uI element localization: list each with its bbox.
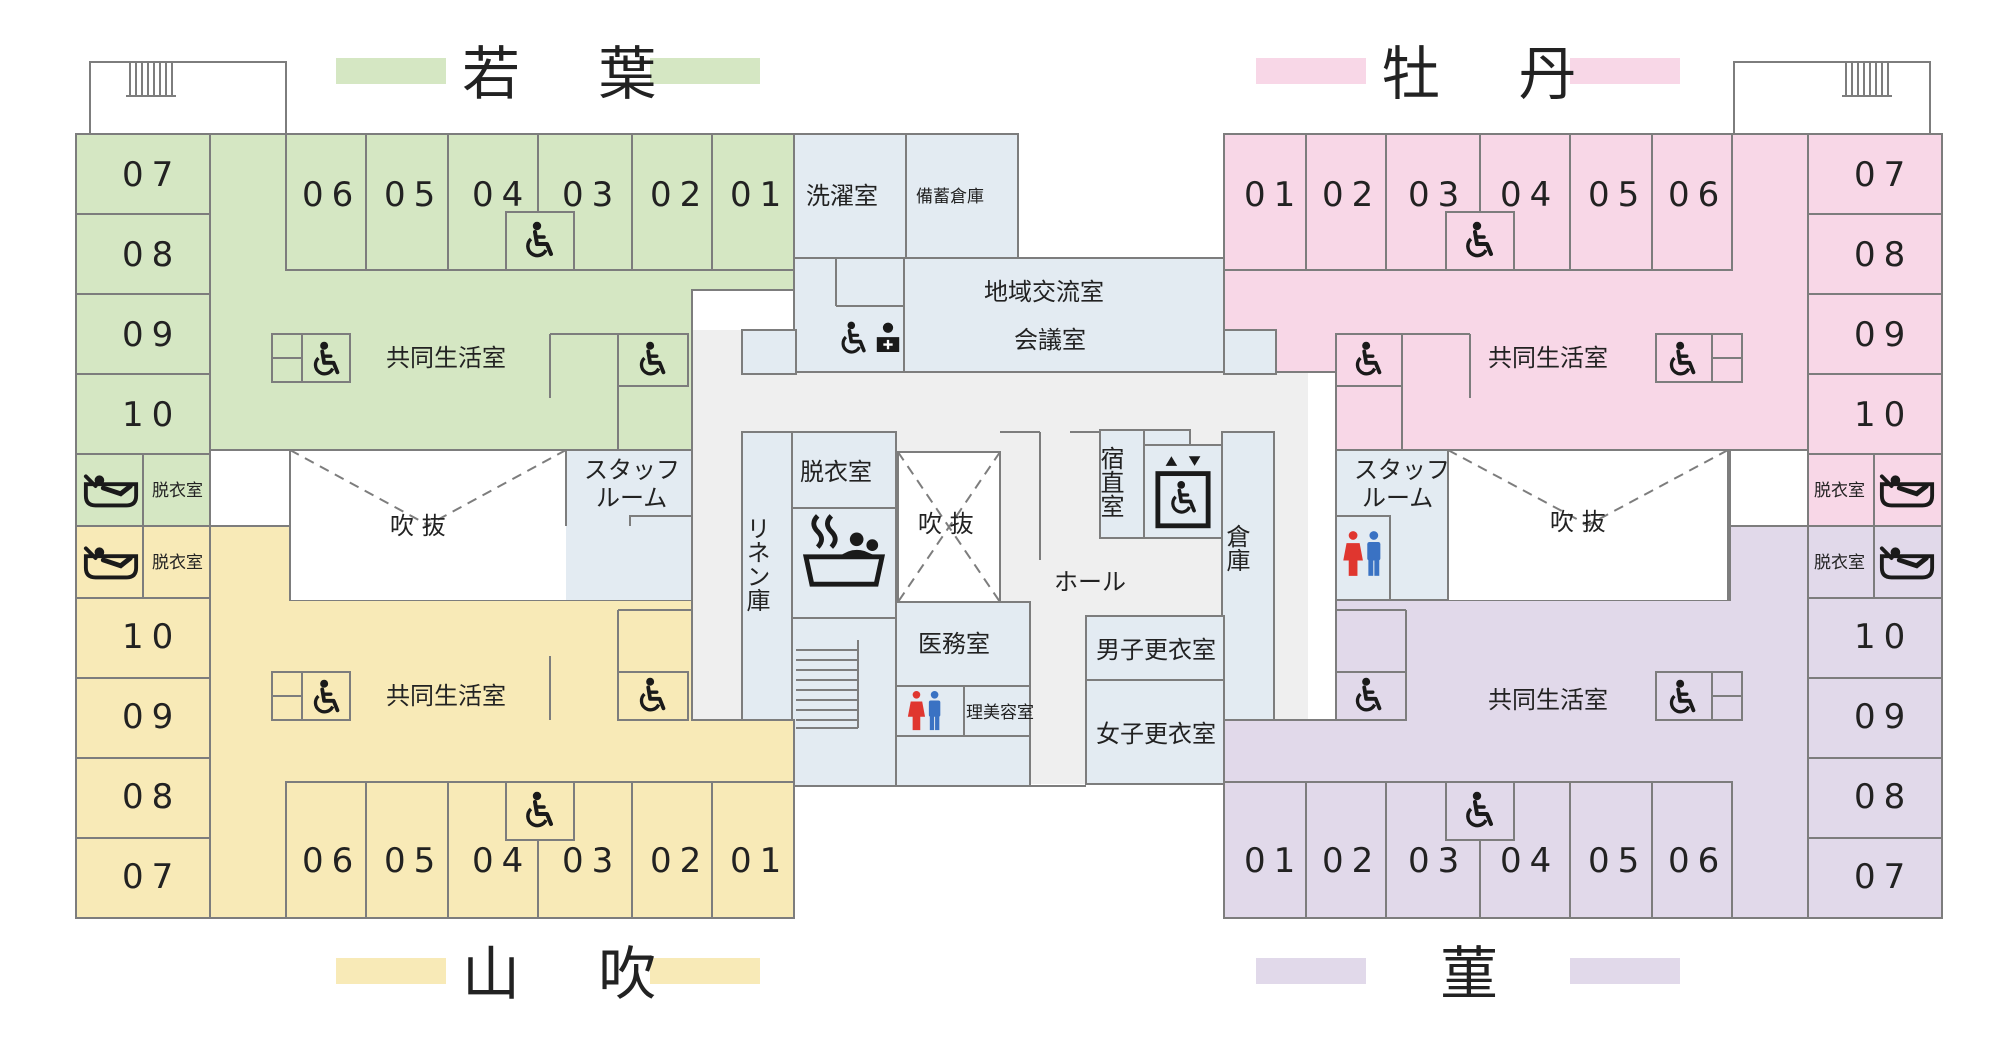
room-number: 05 xyxy=(384,841,443,881)
staff-room-label: スタッフ xyxy=(1354,456,1450,484)
stairs-top-left xyxy=(89,61,287,135)
atrium-label: 吹 抜 xyxy=(390,512,446,540)
room-number: 10 xyxy=(122,617,181,657)
dressing-center-label: 脱衣室 xyxy=(800,458,872,486)
room-number: 10 xyxy=(1854,617,1913,657)
mens-locker-label: 男子更衣室 xyxy=(1096,636,1216,664)
room-number: 07 xyxy=(122,155,181,195)
hall-label: ホール xyxy=(1054,568,1126,596)
unit-title-wakaba: 若 葉 xyxy=(462,40,686,108)
unit-title-sumire: 菫 xyxy=(1440,940,1528,1008)
atrium-label: 吹 抜 xyxy=(918,510,974,538)
room-number: 03 xyxy=(562,175,621,215)
unit-yamabuki xyxy=(75,525,795,919)
sumire-room-row xyxy=(1223,781,1733,919)
meeting-room-label: 会議室 xyxy=(1014,326,1086,354)
warehouse-label: 倉庫 xyxy=(1222,524,1250,572)
room-number: 06 xyxy=(1668,841,1727,881)
staff-room-label: スタッフ xyxy=(584,456,680,484)
botan-room-row xyxy=(1223,133,1733,271)
room-number: 03 xyxy=(1408,175,1467,215)
room-number: 02 xyxy=(1322,175,1381,215)
linen-room-label: リネン庫 xyxy=(742,516,770,612)
room-number: 07 xyxy=(122,857,181,897)
room-number: 02 xyxy=(650,841,709,881)
dressing-label: 脱衣室 xyxy=(1814,481,1865,501)
room-number: 08 xyxy=(122,777,181,817)
room-number: 02 xyxy=(1322,841,1381,881)
room-number: 08 xyxy=(1854,777,1913,817)
room-number: 03 xyxy=(1408,841,1467,881)
room-number: 01 xyxy=(730,841,789,881)
womens-locker-label: 女子更衣室 xyxy=(1096,720,1216,748)
storage-label: 備蓄倉庫 xyxy=(916,187,984,207)
room-number: 05 xyxy=(384,175,443,215)
stairs[interactable] xyxy=(791,617,897,787)
room-number: 09 xyxy=(122,697,181,737)
staff-room-label: ルーム xyxy=(596,484,667,512)
room-number: 01 xyxy=(730,175,789,215)
room-number: 10 xyxy=(122,395,181,435)
dressing-label: 脱衣室 xyxy=(152,481,203,501)
unit-sumire xyxy=(1223,525,1943,919)
room-number: 06 xyxy=(1668,175,1727,215)
room-number: 09 xyxy=(1854,697,1913,737)
stairs-top-right xyxy=(1733,61,1931,135)
dressing-label: 脱衣室 xyxy=(152,553,203,573)
wakaba-room-row xyxy=(285,133,795,271)
room-number: 04 xyxy=(472,175,531,215)
room-number: 05 xyxy=(1588,841,1647,881)
staff-room-label: ルーム xyxy=(1362,484,1433,512)
room-number: 08 xyxy=(122,235,181,275)
room-number: 09 xyxy=(1854,315,1913,355)
room-linen[interactable] xyxy=(741,431,793,723)
room-number: 01 xyxy=(1244,175,1303,215)
room-number: 06 xyxy=(302,175,361,215)
atrium-label: 吹 抜 xyxy=(1550,508,1606,536)
room-number: 07 xyxy=(1854,155,1913,195)
laundry-label: 洗濯室 xyxy=(806,182,878,210)
room-lockers[interactable] xyxy=(1085,615,1225,785)
common-room-label: 共同生活室 xyxy=(1488,686,1608,714)
room-number: 04 xyxy=(472,841,531,881)
dressing-label: 脱衣室 xyxy=(1814,553,1865,573)
common-room-label: 共同生活室 xyxy=(1488,344,1608,372)
room-number: 05 xyxy=(1588,175,1647,215)
room-number: 06 xyxy=(302,841,361,881)
room-number: 07 xyxy=(1854,857,1913,897)
room-warehouse[interactable] xyxy=(1221,431,1275,723)
title-bars xyxy=(336,58,1680,984)
room-number: 04 xyxy=(1500,175,1559,215)
room-number: 08 xyxy=(1854,235,1913,275)
room-number: 02 xyxy=(650,175,709,215)
medical-office-label: 医務室 xyxy=(918,630,990,658)
yamabuki-room-row xyxy=(285,781,795,919)
barber-label: 理美容室 xyxy=(966,703,1034,723)
unit-title-botan: 牡 丹 xyxy=(1382,40,1606,108)
common-room-label: 共同生活室 xyxy=(386,344,506,372)
room-number: 09 xyxy=(122,315,181,355)
unit-botan xyxy=(1223,61,1943,601)
common-room-label: 共同生活室 xyxy=(386,682,506,710)
room-number: 04 xyxy=(1500,841,1559,881)
unit-title-yamabuki: 山 吹 xyxy=(462,940,686,1008)
night-duty-label: 宿直室 xyxy=(1096,446,1124,518)
room-number: 10 xyxy=(1854,395,1913,435)
community-room-label: 地域交流室 xyxy=(984,278,1104,306)
room-number: 03 xyxy=(562,841,621,881)
room-number: 01 xyxy=(1244,841,1303,881)
